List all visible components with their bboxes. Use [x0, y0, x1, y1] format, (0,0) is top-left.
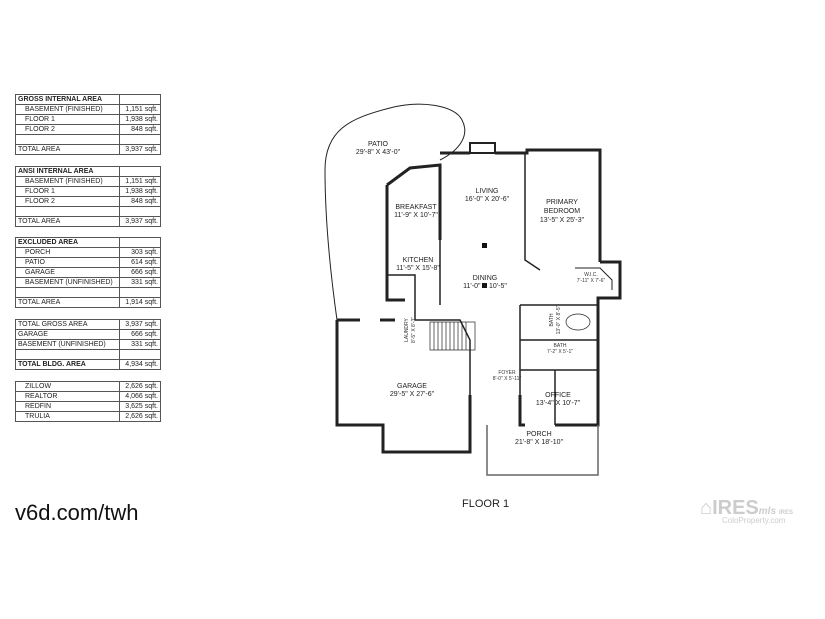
- bath-dim: 13'-0" X 8'-5": [556, 305, 562, 334]
- porch-label: PORCH: [526, 431, 551, 438]
- wic-dim: 7'-11" X 7'-6": [577, 278, 606, 284]
- gross-internal-area-table: GROSS INTERNAL AREA BASEMENT (FINISHED)1…: [15, 94, 161, 155]
- column: [482, 283, 487, 288]
- office-dim: 13'-4" X 10'-7": [536, 400, 581, 407]
- garage-dim: 29'-5" X 27'-6": [390, 391, 435, 398]
- bath-2-label: BATH: [554, 343, 567, 349]
- laundry-dim: 8'-5" X 8'-3": [411, 317, 417, 343]
- bath-2-dim: 7'-2" X 5'-1": [547, 349, 573, 355]
- dining-label: DINING: [473, 275, 498, 282]
- logo-tag: mls: [758, 506, 777, 517]
- breakfast-label: BREAKFAST: [395, 204, 437, 211]
- logo-subtext: ColoProperty.com: [722, 516, 786, 525]
- living-label: LIVING: [476, 188, 499, 195]
- logo-side: IRES: [779, 510, 794, 516]
- primary-bedroom-label-2: BEDROOM: [544, 208, 580, 215]
- patio-label: PATIO: [368, 141, 389, 148]
- interior-walls: [387, 153, 613, 476]
- total-value: 3,937 sqft.: [119, 216, 161, 227]
- foyer-label: FOYER: [498, 370, 516, 376]
- fireplace: [469, 142, 496, 154]
- ansi-internal-area-table: ANSI INTERNAL AREA BASEMENT (FINISHED)1,…: [15, 166, 161, 227]
- patio-dim: 29'-8" X 43'-0": [356, 149, 401, 156]
- living-dim: 16'-0" X 20'-6": [465, 196, 510, 203]
- floor-label: FLOOR 1: [462, 498, 510, 510]
- logo-text: IRES: [712, 497, 759, 519]
- stairs: [429, 321, 476, 351]
- kitchen-label: KITCHEN: [403, 257, 434, 264]
- total-value: 1,914 sqft.: [119, 297, 161, 308]
- column: [482, 243, 487, 248]
- laundry-label: LAUNDRY: [404, 317, 410, 341]
- breakfast-dim: 11'-9" X 10'-7": [394, 212, 438, 219]
- bath-label: BATH: [549, 313, 555, 326]
- website-url: v6d.com/twh: [15, 500, 139, 525]
- kitchen-dim: 11'-5" X 15'-8": [396, 265, 440, 272]
- dining-dim: 11'-0" X 10'-5": [463, 283, 507, 290]
- total-value: 3,937 sqft.: [119, 144, 161, 155]
- foyer-dim: 8'-0" X 5'-11": [493, 376, 522, 382]
- exterior-walls: [335, 148, 622, 454]
- primary-bedroom-dim: 13'-5" X 25'-3": [540, 217, 585, 224]
- house-icon: ⌂: [700, 497, 713, 519]
- porch-dim: 21'-8" X 18'-10": [515, 439, 564, 446]
- primary-bedroom-label: PRIMARY: [546, 199, 578, 206]
- bathtub: [565, 313, 591, 331]
- total-value: 4,934 sqft.: [119, 359, 161, 370]
- row-value: 2,626 sqft.: [119, 411, 161, 422]
- office-label: OFFICE: [545, 392, 571, 399]
- garage-label: GARAGE: [397, 383, 427, 390]
- patio-outline: [324, 103, 466, 321]
- wic-label: W.I.C.: [584, 272, 598, 278]
